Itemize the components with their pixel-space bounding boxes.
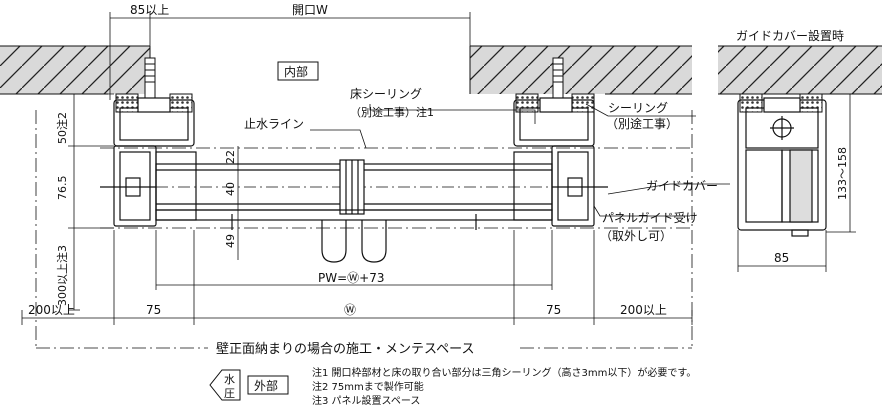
maintenance-space-line bbox=[35, 110, 693, 349]
dim-left-300: 300以上注3 bbox=[55, 245, 69, 306]
sealing-block bbox=[799, 93, 823, 113]
sealing-block bbox=[169, 93, 193, 113]
sealing-block bbox=[515, 93, 539, 113]
sealing-block bbox=[115, 93, 139, 113]
dim-left-50: 50注2 bbox=[55, 112, 69, 144]
center-panel bbox=[155, 159, 553, 263]
water-pressure-char-2: 圧 bbox=[224, 387, 235, 400]
anchor-bolt-left bbox=[144, 57, 156, 101]
label-outside: 外部 bbox=[254, 378, 278, 393]
label-separate-work-note1: （別途工事）注1 bbox=[350, 105, 434, 119]
dim-top-left: 85以上 bbox=[130, 3, 169, 17]
label-sealing: シーリング bbox=[608, 101, 668, 115]
water-pressure-symbol bbox=[209, 369, 241, 401]
frame-right bbox=[513, 97, 608, 227]
leader-lines bbox=[310, 103, 730, 217]
guide-cover-detail bbox=[737, 97, 827, 237]
anchor-bolt-right bbox=[552, 57, 564, 101]
label-water-stop-line: 止水ライン bbox=[244, 117, 304, 131]
dim-bottom-200-left: 200以上 bbox=[28, 303, 75, 317]
inside-box bbox=[277, 61, 319, 81]
top-dimensions bbox=[109, 12, 471, 100]
note-3: 注3 パネル設置スペース bbox=[312, 394, 420, 407]
floor-slab-detail bbox=[718, 45, 882, 95]
dim-bottom-75-right: 75 bbox=[546, 303, 561, 317]
maintenance-space-label: 壁正面納まりの場合の施工・メンテスペース bbox=[216, 342, 474, 357]
label-panel-guide-receiver: パネルガイド受け bbox=[602, 211, 698, 225]
dim-right-133-158: 133～158 bbox=[836, 147, 849, 200]
dim-pw: PW=Ⓦ+73 bbox=[318, 271, 384, 285]
dim-left-76-5: 76.5 bbox=[56, 176, 69, 201]
detail-dimensions bbox=[737, 93, 856, 272]
floor-slab-right bbox=[469, 45, 692, 95]
title-guide-cover: ガイドカバー設置時 bbox=[736, 28, 844, 43]
label-inside: 内部 bbox=[284, 64, 308, 79]
water-pressure-char-1: 水 bbox=[224, 373, 235, 386]
dim-bottom-200-right: 200以上 bbox=[620, 303, 667, 317]
label-removable: （取外し可） bbox=[600, 229, 672, 243]
note-2: 注2 75mmまで製作可能 bbox=[312, 380, 424, 393]
label-floor-sealing: 床シーリング bbox=[350, 87, 422, 101]
dim-center-40: 40 bbox=[224, 182, 237, 196]
sealing-block bbox=[739, 93, 763, 113]
dim-opening-w: 開口W bbox=[292, 3, 328, 17]
sealing-block bbox=[571, 93, 595, 113]
frame-left bbox=[100, 97, 197, 227]
dim-center-22: 22 bbox=[224, 150, 237, 164]
dim-center-49: 49 bbox=[224, 234, 237, 248]
outside-box bbox=[247, 375, 289, 395]
note-1: 注1 開口枠部材と床の取り合い部分は三角シーリング（高さ3mm以下）が必要です。 bbox=[312, 366, 696, 379]
dim-bottom-75-left: 75 bbox=[146, 303, 161, 317]
left-dimensions bbox=[68, 93, 114, 311]
bottom-dimensions bbox=[21, 230, 693, 325]
dim-right-85: 85 bbox=[774, 251, 789, 265]
label-separate-work: （別途工事） bbox=[606, 116, 678, 131]
dim-w-mark: Ⓦ bbox=[344, 303, 356, 317]
floor-slab-left bbox=[0, 45, 151, 95]
label-guide-cover: ガイドカバー bbox=[646, 179, 718, 193]
